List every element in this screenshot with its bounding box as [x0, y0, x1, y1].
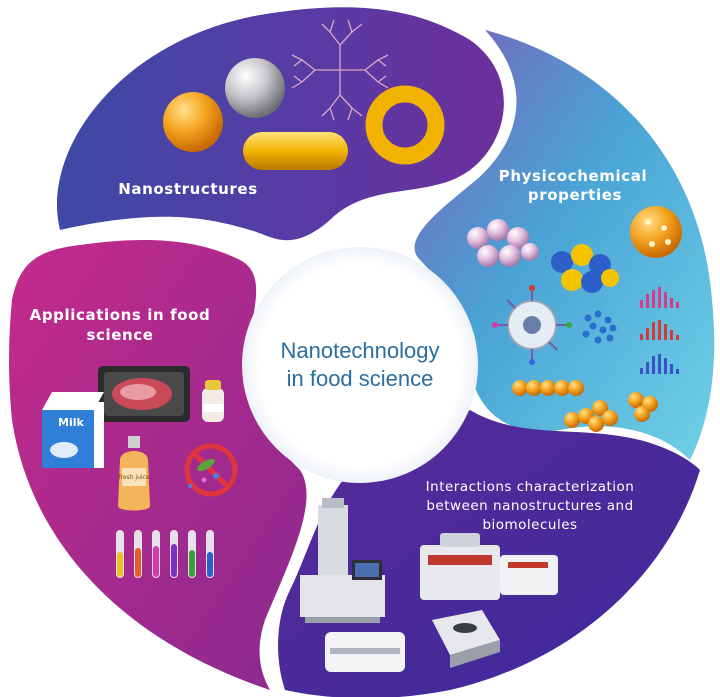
- milk-carton-text: Milk: [58, 416, 84, 429]
- particle-trio-icon: [628, 392, 658, 422]
- particle-cluster-blue-yellow-icon: [551, 244, 619, 293]
- particle-dots-icon: [582, 310, 617, 344]
- test-tubes-icon: [116, 530, 214, 578]
- interactions-label-line1: Interactions characterization: [426, 479, 635, 495]
- packaged-meat-icon: [98, 366, 190, 422]
- dendrimer-icon: [291, 19, 389, 121]
- applications-illustrations: Milk fresh juice: [42, 366, 238, 578]
- nanoring-icon: [365, 85, 445, 165]
- juice-bottle-text: fresh juice: [118, 474, 149, 481]
- center-title-line1: Nanotechnology: [280, 338, 439, 363]
- physicochemical-label-line1: Physicochemical: [499, 167, 647, 185]
- particle-branch-icon: [564, 400, 618, 432]
- segment-nanostructures: [56, 7, 504, 241]
- applications-label-line2: science: [86, 326, 153, 344]
- particle-cluster-pink-icon: [467, 219, 539, 267]
- calorimeter-icon: [432, 610, 500, 668]
- nanostructures-illustrations: [163, 19, 445, 170]
- center-circle: [242, 247, 478, 483]
- interactions-label-line3: biomolecules: [482, 517, 577, 533]
- nanostructures-label: Nanostructures: [118, 180, 257, 198]
- milk-carton-icon: Milk: [42, 392, 104, 468]
- particle-chain-icon: [512, 380, 584, 396]
- spectrometer-icon: [420, 533, 558, 600]
- physicochemical-illustrations: [467, 206, 682, 432]
- juice-bottle-icon: fresh juice: [118, 436, 150, 511]
- size-distribution-bars-icon: [640, 287, 679, 374]
- center-title-line2: in food science: [287, 366, 434, 391]
- interactions-illustrations: [300, 498, 558, 672]
- applications-label-line1: Applications in food: [30, 306, 211, 324]
- nanosphere-orange-icon: [163, 92, 223, 152]
- analyzer-icon: [325, 632, 405, 672]
- electron-microscope-icon: [300, 498, 385, 623]
- no-bacteria-icon: [184, 443, 238, 497]
- segment-physicochemical: [414, 30, 715, 460]
- nanocapsule-icon: [243, 132, 348, 170]
- nanosphere-silver-icon: [225, 58, 285, 118]
- interactions-label-line2: between nanostructures and: [426, 498, 633, 514]
- segment-applications: [9, 240, 307, 690]
- yogurt-drink-icon: [202, 380, 224, 422]
- spiky-nanoparticle-icon: [630, 206, 682, 258]
- functionalized-particle-icon: [492, 285, 572, 365]
- physicochemical-label-line2: properties: [528, 186, 622, 204]
